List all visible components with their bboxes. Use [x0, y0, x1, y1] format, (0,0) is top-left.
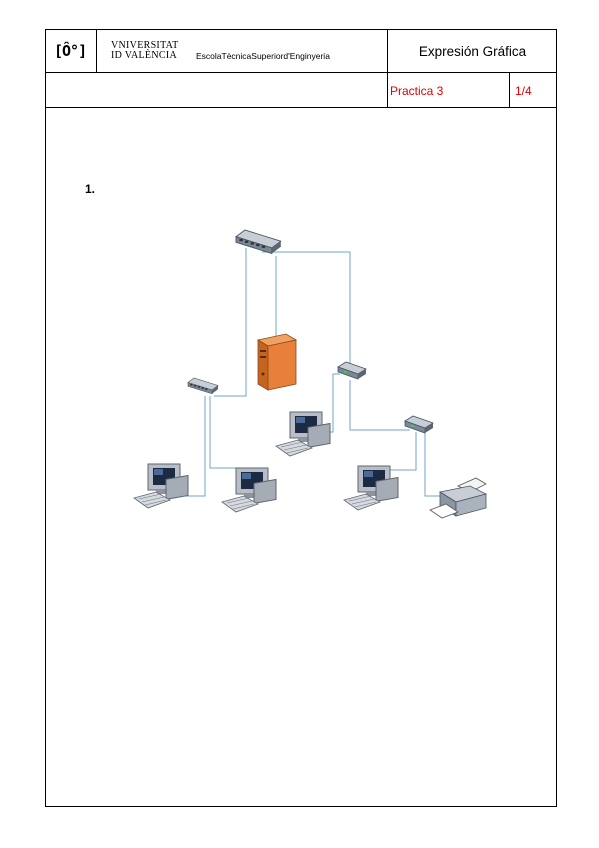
subject-title: Expresión Gráfica: [418, 43, 527, 59]
cable-hub-right-switch: [262, 251, 351, 370]
desktop-computer-icon: [275, 411, 331, 457]
question-number: 1.: [85, 182, 96, 196]
practice-label: Practica 3: [390, 84, 444, 98]
network-switch-icon: [337, 361, 367, 380]
university-seal-logo: [Ô°]: [54, 42, 87, 60]
network-switch-icon: [187, 377, 219, 395]
desktop-computer-icon: [133, 463, 189, 509]
page-frame: [Ô°] VNIVERSITAT ID VALÈNCIA EscolaTècni…: [45, 29, 557, 807]
desktop-computer-icon: [221, 467, 277, 513]
page-divider: [509, 72, 510, 107]
page-number: 1/4: [515, 84, 532, 98]
university-name-line2: ID VALÈNCIA: [111, 50, 177, 61]
network-hub-icon: [235, 229, 282, 255]
subject-divider: [387, 30, 388, 107]
header-divider: [46, 72, 556, 73]
printer-icon: [429, 477, 488, 519]
cable-right-pc: [386, 432, 417, 471]
cable-hub-left-switch: [214, 248, 247, 397]
cable-printer: [424, 432, 450, 497]
university-name: VNIVERSITAT ID VALÈNCIA: [111, 41, 179, 61]
cable-right-switch-link: [349, 380, 410, 431]
school-name: EscolaTècnicaSuperiord'Enginyeria: [196, 51, 330, 61]
university-name-line1: VNIVERSITAT: [111, 40, 179, 51]
logo-divider: [96, 30, 97, 72]
server-tower-icon: [256, 333, 298, 391]
header-bottom-border: [46, 107, 556, 108]
desktop-computer-icon: [343, 465, 399, 511]
cable-mid-left-pc: [209, 396, 236, 469]
cable-left-pc: [180, 396, 206, 497]
network-cables: [180, 248, 450, 497]
